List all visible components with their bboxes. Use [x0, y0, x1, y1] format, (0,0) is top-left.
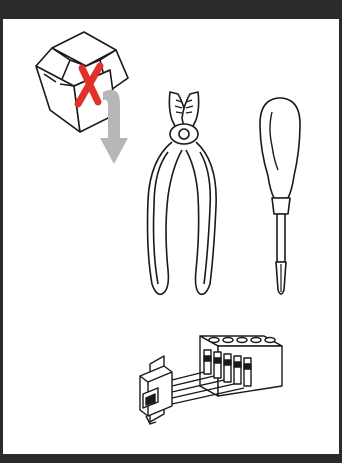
terminal-connector-icon	[140, 336, 282, 424]
pliers-icon	[148, 92, 217, 294]
screwdriver-icon	[260, 98, 300, 294]
